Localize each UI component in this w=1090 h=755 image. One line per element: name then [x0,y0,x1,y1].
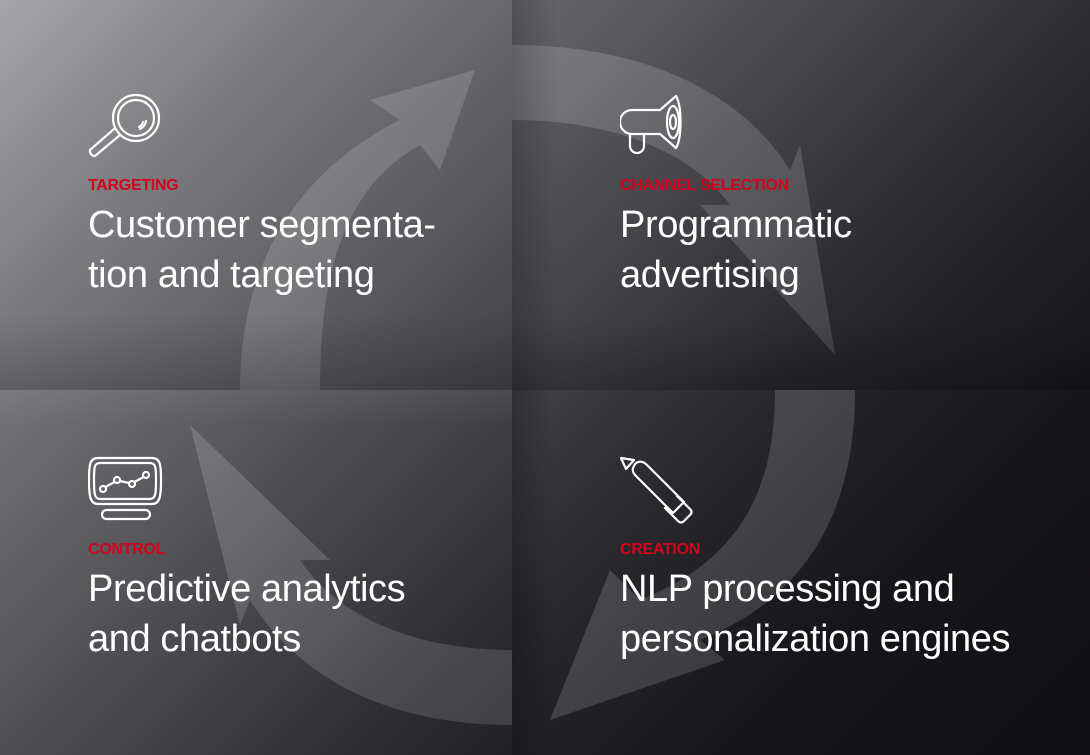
step-kicker: CREATION [620,541,700,558]
step-title-line-1: NLP processing and [620,568,955,610]
megaphone-icon [620,94,682,155]
arrow-shape-top-right [512,45,835,355]
monitor-chart-icon [88,456,163,521]
arrow-shape-bottom-right [550,390,855,720]
magnifier-icon [88,93,161,158]
step-title-line-2: personalization engines [620,618,1011,660]
step-title-line-2: advertising [620,254,800,296]
arrow-shape-bottom-left [190,425,512,725]
step-kicker: CONTROL [88,541,166,558]
quadrant-background-top-left [0,0,512,390]
quadrant-background-bottom-right [512,390,1090,755]
pencil-icon [620,456,693,524]
arrow-shape-top-left [240,70,475,390]
step-creation: CREATION NLP processing and personalizat… [620,456,1010,664]
step-targeting: TARGETING Customer segmenta- tion and ta… [88,92,436,300]
step-title-line-2: tion and targeting [88,254,375,296]
step-kicker: TARGETING [88,177,179,194]
step-title-line-1: Customer segmenta- [88,204,436,246]
step-title-line-1: Predictive analytics [88,568,406,610]
step-title-line-1: Programmatic [620,204,852,246]
quadrant-background-top-right [512,0,1090,390]
step-kicker: CHANNEL SELECTION [620,177,789,194]
step-title-line-2: and chatbots [88,618,301,660]
step-channel-selection: CHANNEL SELECTION Programmatic advertisi… [620,92,852,300]
step-control: CONTROL Predictive analytics and chatbot… [88,456,406,664]
quadrant-background-bottom-left [0,390,512,755]
